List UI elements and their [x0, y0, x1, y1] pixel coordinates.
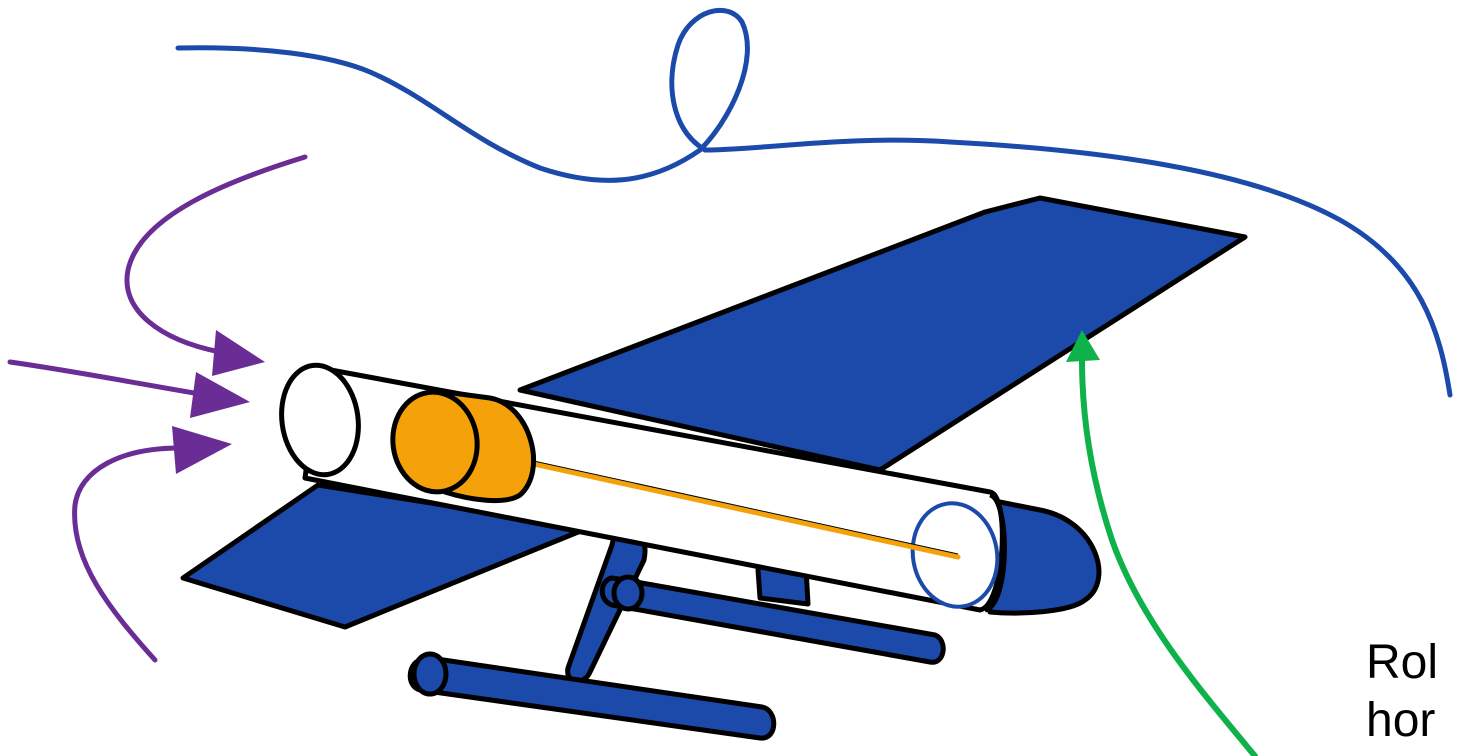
annotation-line-1: Rol	[1366, 636, 1438, 690]
stand-foot-cap	[414, 654, 446, 694]
roll-arrow-line	[1082, 360, 1255, 756]
airflow-arrow-bottom	[75, 448, 180, 660]
airflow-arrowhead-middle	[190, 372, 250, 418]
airflow-arrowhead-top	[212, 330, 265, 376]
airflow-arrow-top	[127, 157, 305, 352]
annotation-line-2: hor	[1366, 694, 1435, 748]
stand-joint	[614, 577, 642, 609]
airflow-arrow-middle	[10, 362, 200, 394]
airflow-arrowhead-bottom	[172, 426, 232, 474]
